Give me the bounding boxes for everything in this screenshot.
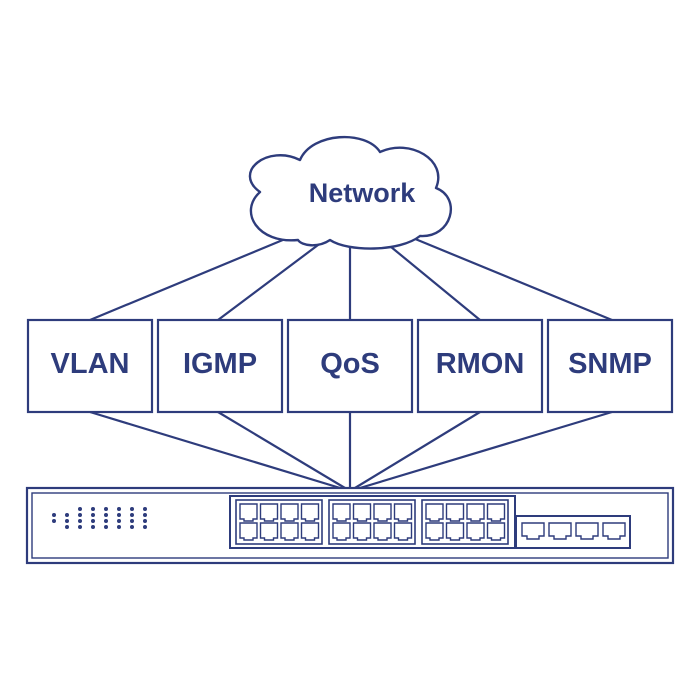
ethernet-port-icon — [445, 503, 465, 522]
status-led — [130, 513, 134, 517]
cloud-connectors — [89, 234, 613, 322]
status-led — [104, 507, 108, 511]
status-led — [65, 513, 69, 517]
port-group — [328, 499, 416, 545]
status-led — [117, 525, 121, 529]
ethernet-port-icon — [393, 503, 413, 522]
sfp-port-icon — [548, 522, 572, 540]
status-led — [104, 513, 108, 517]
feature-box-snmp: SNMP — [546, 318, 674, 414]
ethernet-port-icon — [300, 522, 320, 541]
ethernet-port-icon — [466, 503, 485, 522]
switch-chassis-inner — [31, 492, 669, 559]
status-led — [52, 519, 56, 523]
status-led — [52, 513, 56, 517]
ethernet-port-icon — [466, 522, 485, 541]
status-led — [130, 525, 134, 529]
connector-igmp-switch — [217, 411, 351, 492]
status-led — [78, 507, 82, 511]
ethernet-port-icon — [486, 522, 506, 541]
ethernet-port-icon — [373, 503, 392, 522]
status-led — [104, 519, 108, 523]
feature-box-qos: QoS — [286, 318, 414, 414]
ethernet-port-icon — [332, 503, 351, 522]
connector-vlan-switch — [89, 410, 351, 493]
ethernet-port-icon — [239, 503, 258, 522]
sfp-ports — [521, 522, 626, 540]
status-led — [65, 519, 69, 523]
copper-ports — [235, 499, 509, 545]
ethernet-port-icon — [352, 503, 372, 522]
status-led — [91, 507, 95, 511]
cloud-icon — [248, 135, 452, 250]
status-led — [130, 519, 134, 523]
ethernet-port-icon — [425, 503, 444, 522]
feature-label-vlan: VLAN — [51, 348, 130, 380]
port-group — [421, 499, 509, 545]
ethernet-port-icon — [425, 522, 444, 541]
status-led — [143, 525, 147, 529]
connector-network-igmp — [217, 241, 323, 321]
ethernet-port-icon — [300, 503, 320, 522]
feature-label-snmp: SNMP — [568, 348, 652, 380]
cloud-label: Network — [309, 178, 417, 208]
status-led — [91, 513, 95, 517]
sfp-port-icon — [575, 522, 599, 540]
switch-connectors — [89, 410, 613, 493]
ethernet-port-icon — [486, 503, 506, 522]
status-led — [104, 525, 108, 529]
sfp-port-icon — [521, 522, 545, 540]
network-cloud: Network — [248, 135, 452, 250]
connector-network-rmon — [384, 241, 481, 321]
network-switch-icon — [25, 486, 675, 565]
status-led — [143, 513, 147, 517]
status-led — [117, 507, 121, 511]
status-led-panel — [52, 507, 147, 529]
feature-label-igmp: IGMP — [183, 348, 257, 380]
ethernet-port-icon — [352, 522, 372, 541]
ethernet-port-icon — [280, 522, 299, 541]
feature-label-rmon: RMON — [436, 348, 525, 380]
status-led — [143, 519, 147, 523]
sfp-port-icon — [602, 522, 626, 540]
ethernet-port-icon — [259, 522, 279, 541]
ethernet-port-icon — [280, 503, 299, 522]
status-led — [117, 519, 121, 523]
status-led — [117, 513, 121, 517]
status-led — [78, 519, 82, 523]
status-led — [143, 507, 147, 511]
ethernet-port-icon — [445, 522, 465, 541]
connector-network-vlan — [89, 235, 291, 322]
ethernet-port-icon — [373, 522, 392, 541]
status-led — [78, 513, 82, 517]
status-led — [78, 525, 82, 529]
connector-network-snmp — [407, 234, 613, 322]
feature-box-rmon: RMON — [416, 318, 544, 414]
port-group — [235, 499, 323, 545]
status-led — [91, 525, 95, 529]
feature-boxes: VLAN IGMP QoS RMON SNMP — [26, 318, 674, 414]
feature-label-qos: QoS — [320, 348, 380, 380]
status-led — [91, 519, 95, 523]
feature-box-igmp: IGMP — [156, 318, 284, 414]
connector-snmp-switch — [349, 410, 613, 493]
status-led — [130, 507, 134, 511]
feature-box-vlan: VLAN — [26, 318, 154, 414]
ethernet-port-icon — [393, 522, 413, 541]
status-led — [65, 525, 69, 529]
connector-rmon-switch — [349, 411, 481, 492]
ethernet-port-icon — [239, 522, 258, 541]
ethernet-port-icon — [259, 503, 279, 522]
ethernet-port-icon — [332, 522, 351, 541]
